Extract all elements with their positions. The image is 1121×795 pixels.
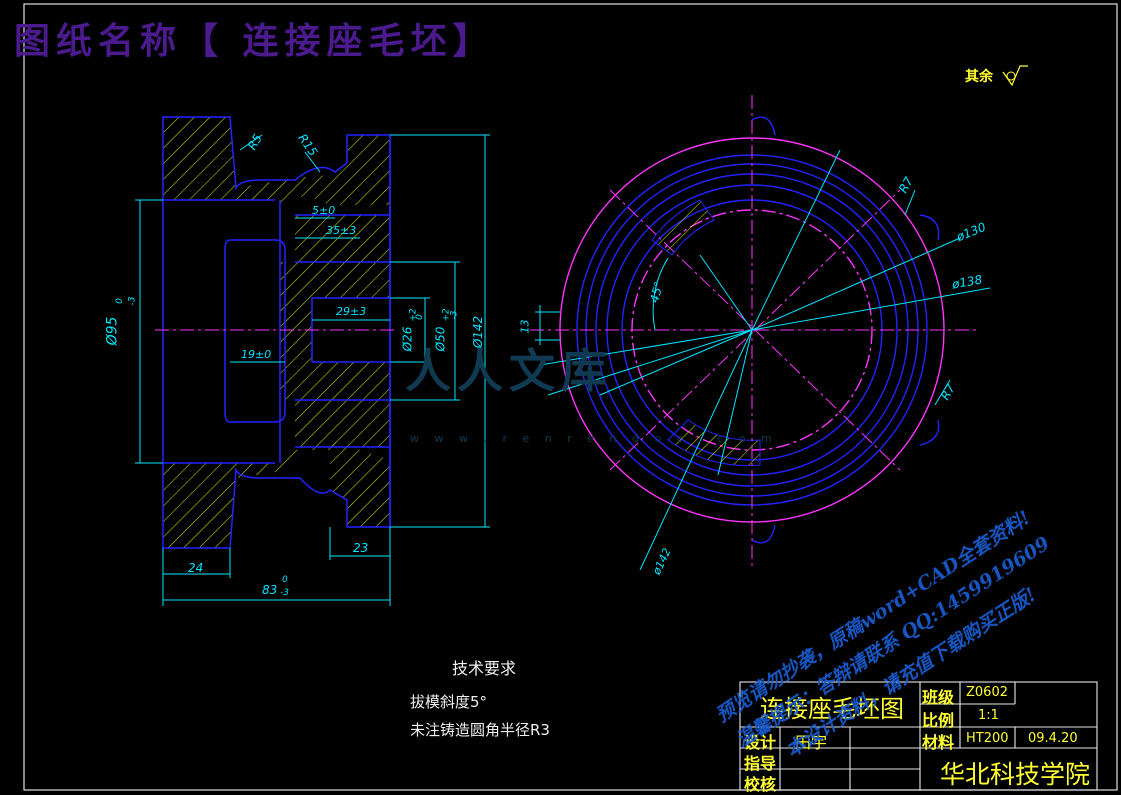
- lug-bottom: [751, 524, 776, 544]
- roughness-circle-icon: [1006, 71, 1016, 81]
- section-view: [135, 116, 490, 606]
- tech-req-item-2: 未注铸造圆角半径R3: [410, 721, 550, 739]
- roughness-note: 其余: [965, 69, 993, 85]
- title-block-grid: [739, 681, 1098, 791]
- label-83: 83: [262, 583, 278, 597]
- label-dia95-tol-upper: 0: [114, 298, 125, 304]
- tb-guide-label: 指导: [744, 754, 777, 773]
- tb-material-label: 材料: [922, 733, 955, 752]
- end-view-dimensions: [535, 149, 991, 571]
- label-dia95-tol-lower: -3: [127, 296, 138, 306]
- label-19: 19±0: [241, 348, 272, 361]
- lug-right-top: [919, 214, 940, 241]
- tb-designer: 田宇: [795, 733, 828, 752]
- lug-right-bottom: [919, 419, 940, 446]
- label-dia95: Ø95: [104, 316, 121, 346]
- tb-class-value: Z0602: [966, 685, 1008, 700]
- label-13: 13: [518, 319, 532, 334]
- tb-check-label: 校核: [744, 775, 777, 794]
- tb-drawing-name: 连接座毛坯图: [760, 695, 904, 723]
- tb-date: 09.4.20: [1028, 731, 1078, 746]
- diag-centerline-2: [609, 189, 901, 471]
- end-view: [530, 95, 991, 571]
- tb-scale-label: 比例: [922, 711, 955, 730]
- label-83-tol-lower: -3: [280, 588, 289, 598]
- watermark-url: w w w . r e n r e n d o c . c o m: [410, 432, 778, 445]
- label-24: 24: [188, 561, 204, 575]
- label-83-tol-upper: 0: [282, 575, 288, 585]
- hatch-upper-left: [163, 117, 390, 205]
- hatch-segment-top: [651, 199, 715, 256]
- tech-req-heading: 技术要求: [452, 659, 517, 678]
- tb-school: 华北科技学院: [940, 760, 1091, 789]
- tb-design-label: 设计: [744, 733, 777, 752]
- tech-req-item-1: 拔模斜度5°: [410, 693, 488, 711]
- section-dimensions: [135, 134, 490, 606]
- drawing-name-banner: 图纸名称【 连接座毛坯】: [14, 20, 495, 62]
- label-29: 29±3: [336, 305, 367, 318]
- label-5: 5±0: [312, 204, 336, 217]
- hatch-mid-lower: [295, 400, 390, 447]
- tb-material-value: HT200: [966, 731, 1009, 746]
- tb-scale-value: 1:1: [978, 708, 999, 723]
- hatch-mid-core: [280, 262, 390, 400]
- drawing-frame: [23, 3, 1118, 791]
- lug-top: [751, 116, 776, 136]
- label-dia26-tol-lower: 0: [414, 314, 425, 320]
- hatch-lower-left: [163, 440, 390, 548]
- tb-class-label: 班级: [922, 688, 955, 707]
- watermark-logo: 人人文库: [405, 344, 613, 398]
- label-dia50-tol-lower: -3: [449, 310, 460, 320]
- label-23: 23: [353, 541, 369, 555]
- label-35: 35±3: [326, 224, 357, 237]
